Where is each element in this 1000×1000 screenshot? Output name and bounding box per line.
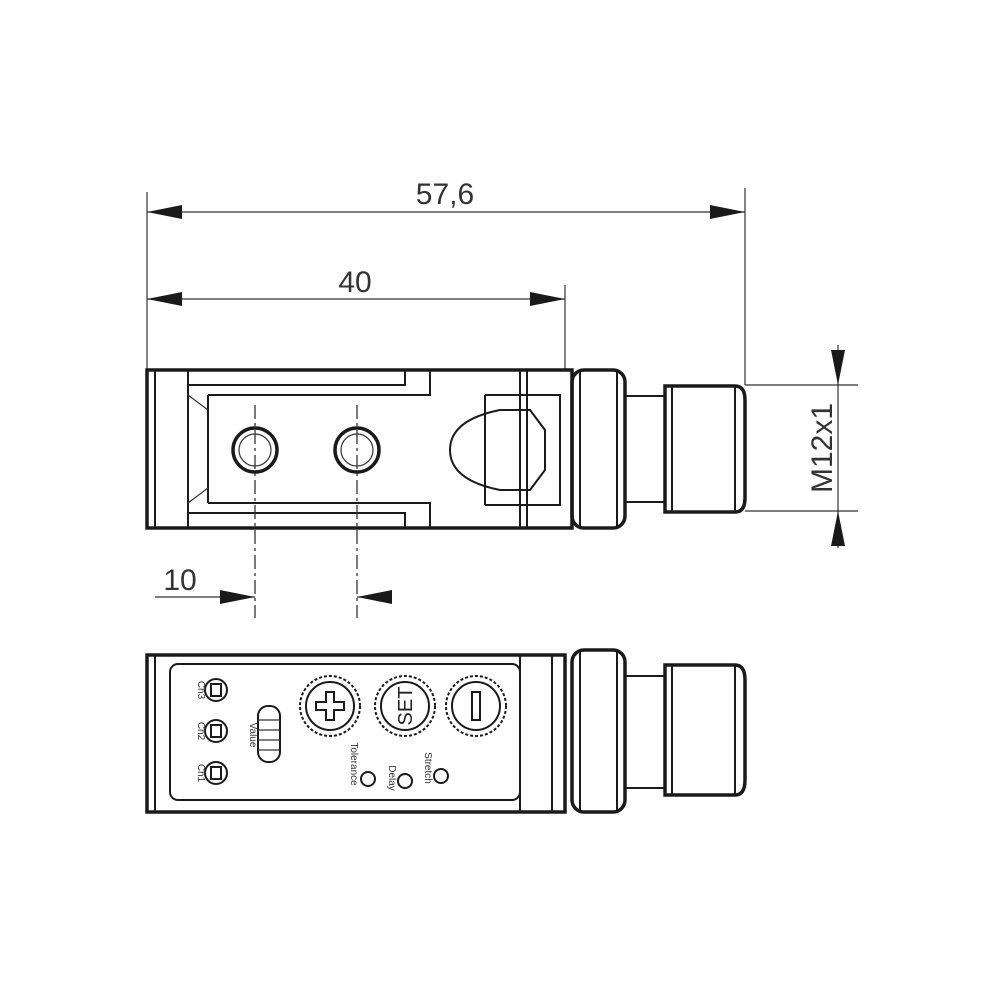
svg-text:Tolerance: Tolerance bbox=[348, 742, 359, 786]
svg-text:Ch3: Ch3 bbox=[195, 681, 206, 700]
dimension-body-length: 40 bbox=[147, 266, 566, 370]
mounting-hole bbox=[333, 426, 381, 474]
set-button[interactable]: SET bbox=[374, 675, 436, 737]
svg-text:SET: SET bbox=[395, 687, 417, 726]
stretch-indicator: Stretch bbox=[422, 752, 449, 784]
svg-text:Delay: Delay bbox=[386, 765, 397, 791]
channel-led-ch2: Ch2 bbox=[195, 719, 228, 743]
channel-led-ch1: Ch1 bbox=[195, 761, 228, 785]
sensor-panel-view: Ch3 Ch2 Ch1 Value SET bbox=[145, 648, 747, 814]
delay-indicator: Delay bbox=[386, 765, 413, 791]
value-bar-indicator: Value bbox=[247, 705, 281, 763]
channel-led-ch3: Ch3 bbox=[195, 678, 228, 702]
dimension-label-body: 40 bbox=[338, 266, 371, 299]
svg-text:Ch1: Ch1 bbox=[195, 764, 206, 783]
plus-button[interactable] bbox=[299, 675, 361, 737]
dimension-label-thread: M12x1 bbox=[806, 403, 839, 493]
mounting-hole bbox=[231, 426, 279, 474]
tolerance-indicator: Tolerance bbox=[348, 742, 376, 787]
minus-icon bbox=[471, 691, 481, 721]
control-panel bbox=[169, 663, 521, 801]
svg-text:Stretch: Stretch bbox=[422, 752, 433, 784]
dimension-thread: M12x1 bbox=[745, 345, 858, 548]
minus-button[interactable] bbox=[445, 675, 507, 737]
dimension-overall-length: 57,6 bbox=[146, 178, 746, 385]
dimension-label-overall: 57,6 bbox=[416, 178, 474, 211]
dimension-label-spacing: 10 bbox=[163, 564, 196, 597]
plus-icon bbox=[315, 691, 345, 721]
dimension-hole-spacing: 10 bbox=[155, 564, 392, 604]
svg-text:Ch2: Ch2 bbox=[195, 722, 206, 741]
sensor-top-view bbox=[145, 368, 747, 618]
svg-text:Value: Value bbox=[247, 723, 258, 748]
